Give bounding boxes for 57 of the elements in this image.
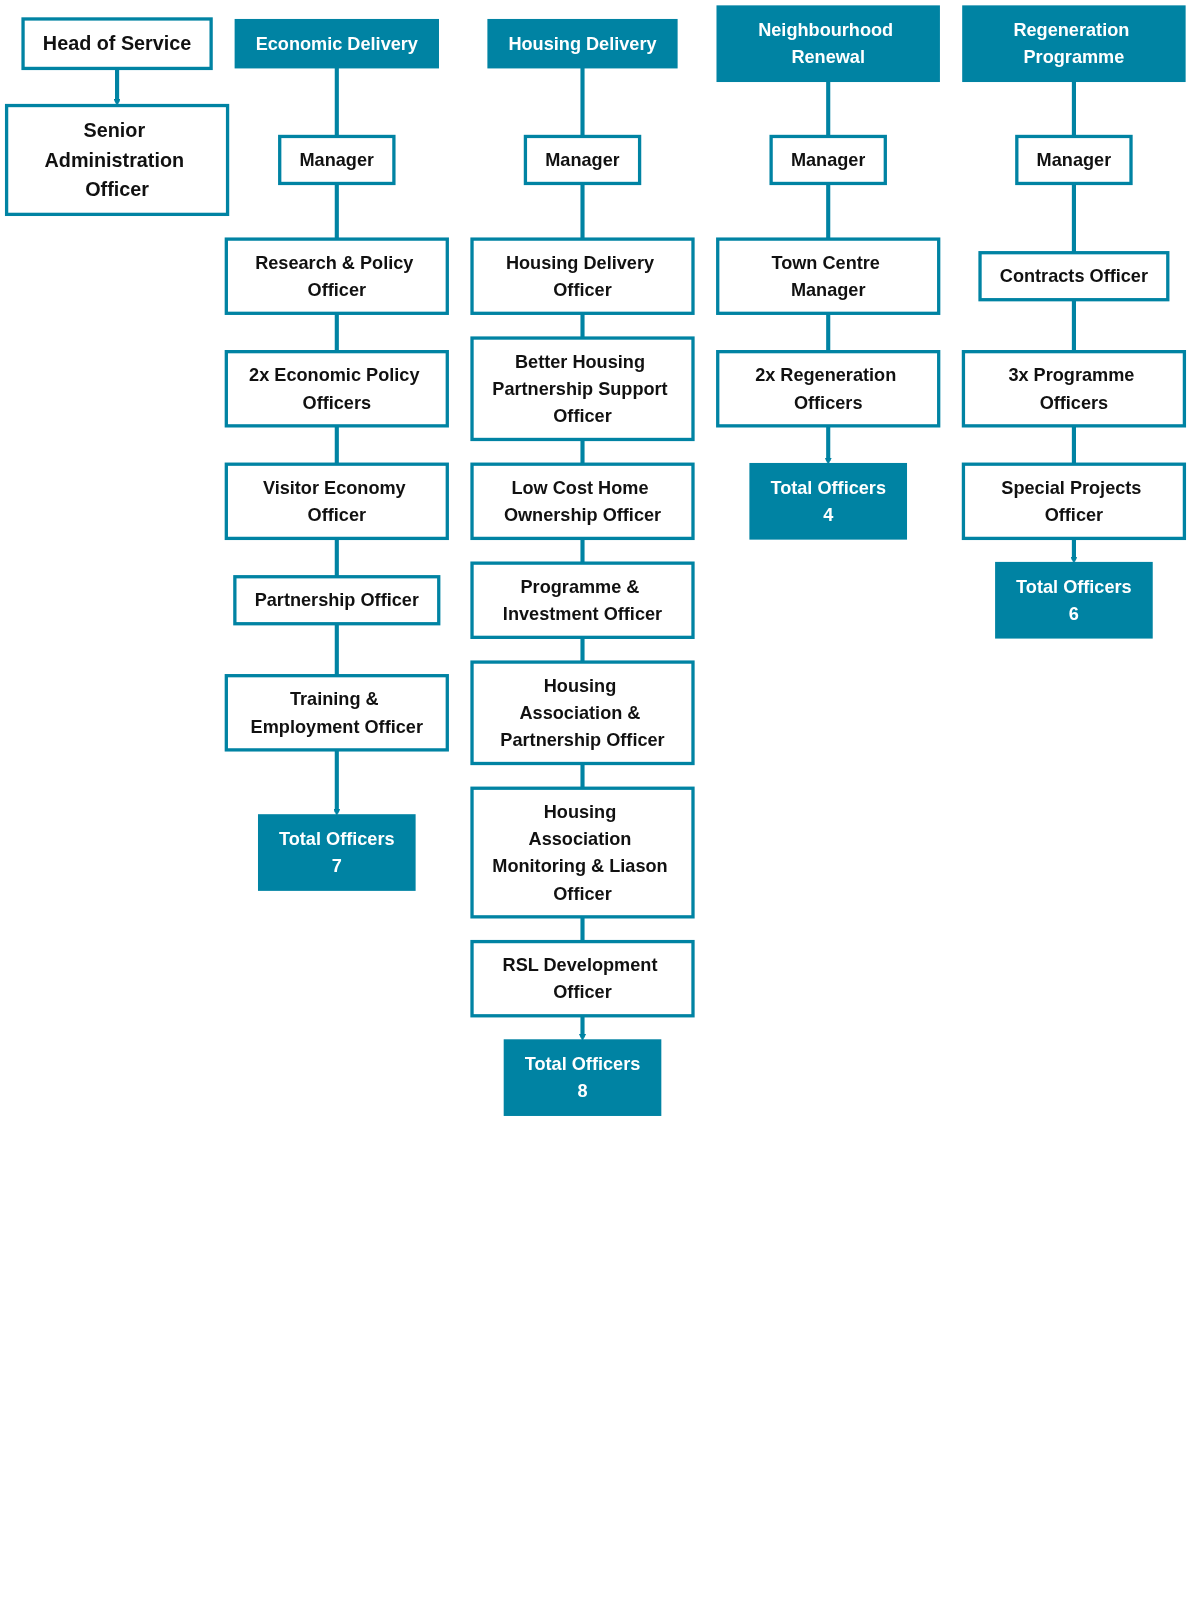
connector — [580, 183, 585, 240]
connector — [580, 916, 585, 942]
node-box: Research & Policy Officer — [224, 237, 449, 315]
connector — [334, 183, 339, 240]
connector — [826, 313, 831, 352]
node-box: Total Officers 6 — [995, 561, 1153, 639]
connector — [580, 763, 585, 789]
arrow — [578, 1015, 587, 1041]
node-box: Housing Association & Partnership Officer — [470, 660, 695, 766]
connector — [334, 538, 339, 577]
connector — [580, 637, 585, 663]
node-box: Manager — [1015, 134, 1133, 186]
connector — [334, 623, 339, 676]
arrow — [1070, 538, 1078, 564]
connector — [334, 67, 339, 137]
node-box: Housing Delivery Officer — [470, 237, 695, 315]
connector — [580, 313, 585, 339]
node-box: Better Housing Partnership Support Officer — [470, 336, 695, 442]
node-box: Town Centre Manager — [716, 237, 941, 315]
node-box: Low Cost Home Ownership Officer — [470, 462, 695, 541]
node-box: Total Officers 7 — [258, 814, 416, 891]
node-box: Manager — [278, 134, 396, 186]
node-box: Contracts Officer — [978, 251, 1170, 302]
connector — [1071, 183, 1076, 253]
node-box: Senior Administration Officer — [4, 103, 230, 216]
connector — [334, 425, 339, 465]
node-box: Programme & Investment Officer — [470, 561, 695, 639]
node-box: Economic Delivery — [234, 18, 439, 69]
arrow — [113, 68, 121, 106]
node-box: RSL Development Officer — [470, 939, 695, 1018]
node-box: Manager — [523, 134, 642, 186]
node-box: Special Projects Officer — [961, 462, 1187, 541]
node-box: 3x Programme Officers — [961, 350, 1187, 428]
node-box: Manager — [769, 134, 887, 186]
node-box: Neighbourhood Renewal — [716, 5, 940, 83]
node-box: 2x Regeneration Officers — [716, 350, 941, 428]
arrow — [333, 749, 341, 816]
node-box: Visitor Economy Officer — [224, 462, 449, 541]
node-box: Training & Employment Officer — [224, 674, 449, 752]
node-box: Housing Delivery — [487, 18, 678, 69]
connector — [580, 439, 585, 465]
connector — [826, 183, 831, 240]
node-box: Total Officers 8 — [503, 1039, 662, 1116]
arrow — [824, 425, 832, 465]
node-box: Head of Service — [21, 17, 213, 71]
connector — [334, 313, 339, 352]
connector — [580, 538, 585, 564]
connector — [580, 67, 585, 137]
connector — [826, 80, 831, 137]
connector — [1071, 299, 1076, 352]
node-box: Regeneration Programme — [962, 5, 1186, 83]
node-box: 2x Economic Policy Officers — [224, 350, 449, 428]
node-box: Total Officers 4 — [749, 462, 908, 540]
node-box: Housing Association Monitoring & Liason Officer — [470, 786, 695, 919]
node-box: Partnership Officer — [233, 575, 441, 626]
connector — [1071, 80, 1076, 137]
connector — [1071, 425, 1076, 465]
